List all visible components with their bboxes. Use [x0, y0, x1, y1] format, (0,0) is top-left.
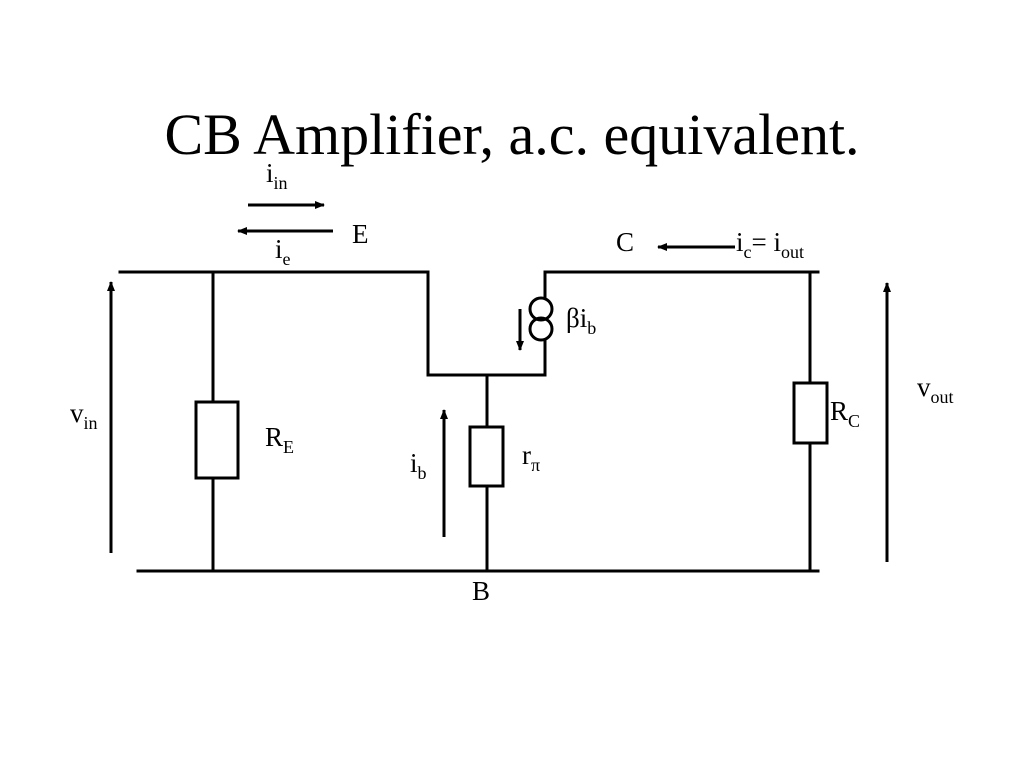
label-node-e: E	[352, 219, 369, 249]
label-i-in: iin	[266, 158, 288, 193]
label-i-e: ie	[275, 234, 291, 269]
label-beta-ib: βib	[566, 303, 596, 338]
current-source-circle-bottom	[528, 316, 554, 342]
label-v-out: vout	[917, 372, 954, 407]
resistor-re	[194, 400, 240, 480]
resistor-rpi	[468, 425, 505, 488]
label-v-in: vin	[70, 398, 98, 433]
label-i-b: ib	[410, 448, 427, 483]
label-i-c-equals-i-out: ic= iout	[736, 227, 804, 262]
resistor-rc	[792, 381, 829, 445]
label-r-c: RC	[830, 396, 860, 431]
label-r-e: RE	[265, 422, 294, 457]
label-node-c: C	[616, 227, 634, 257]
label-node-b: B	[472, 576, 490, 606]
current-source-circle-top	[528, 296, 554, 322]
label-r-pi: rπ	[522, 440, 540, 475]
slide-title: CB Amplifier, a.c. equivalent.	[164, 102, 860, 167]
